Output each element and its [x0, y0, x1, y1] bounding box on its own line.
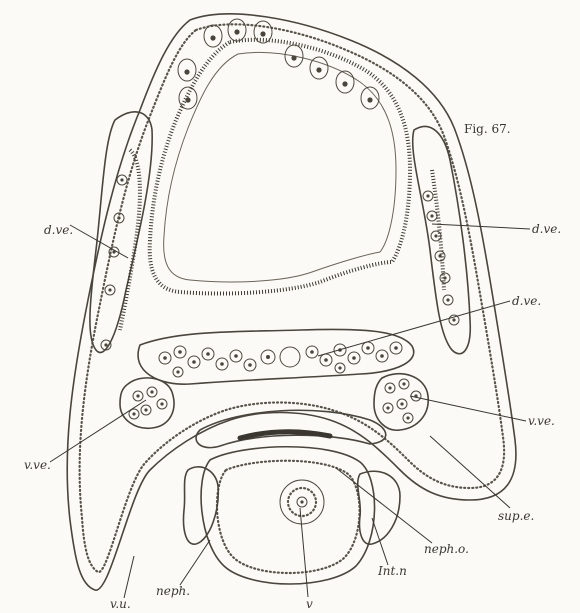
label-neph: neph.	[156, 584, 190, 598]
leader-lnt	[372, 518, 388, 565]
leader-dve-left	[70, 225, 128, 258]
leader-nepho	[336, 468, 432, 543]
label-vve-right: v.ve.	[528, 414, 555, 428]
label-v: v	[306, 597, 313, 611]
left-dorsal-vesicle	[90, 112, 152, 353]
gut-cavity	[150, 40, 410, 294]
label-dve-right: d.ve.	[532, 222, 561, 236]
leader-vu	[124, 556, 134, 598]
right-nephridium	[358, 471, 400, 544]
ventral-arch	[196, 410, 386, 447]
left-ventral-vesicle	[120, 378, 174, 428]
leader-dve-center	[318, 301, 510, 356]
label-nepho: neph.o.	[424, 542, 469, 556]
label-dve-center: d.ve.	[512, 294, 541, 308]
neural-complex	[201, 447, 374, 584]
label-supe: sup.e.	[498, 509, 534, 523]
right-dorsal-vesicle	[413, 127, 471, 354]
central-cells	[159, 342, 402, 377]
label-vu: v.u.	[110, 597, 131, 611]
leader-vve-left	[50, 400, 146, 462]
right-ventral-vesicle	[374, 374, 428, 431]
leader-neph	[180, 540, 210, 585]
figure-caption: Fig. 67.	[464, 122, 511, 136]
label-vve-left: v.ve.	[24, 458, 51, 472]
outer-body-wall	[67, 14, 516, 590]
label-lnt: Int.n	[377, 564, 407, 578]
label-dve-left: d.ve.	[44, 223, 73, 237]
central-cell-band	[138, 329, 414, 384]
